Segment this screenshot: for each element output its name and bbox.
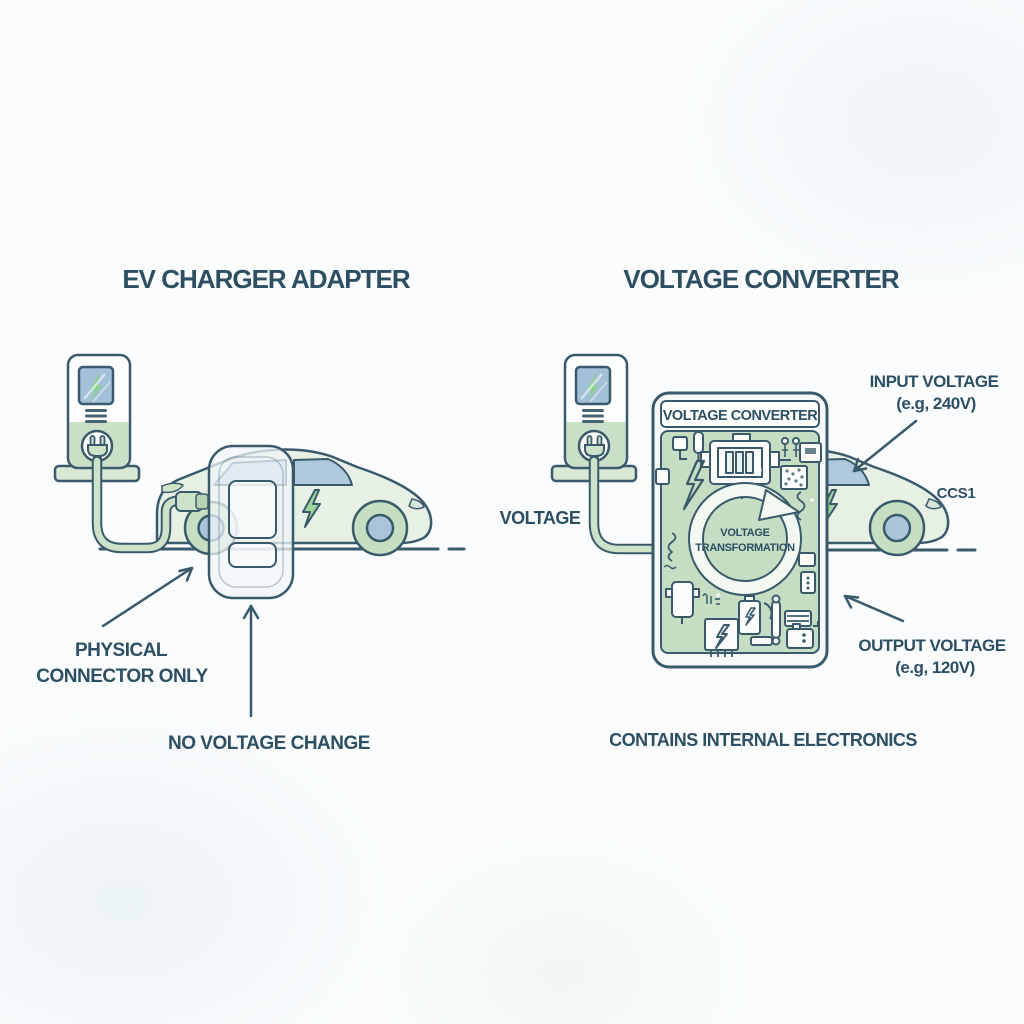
- left-panel: EV CHARGER ADAPTER: [36, 264, 466, 754]
- label-no-voltage-change: NO VOLTAGE CHANGE: [168, 733, 370, 754]
- right-panel-title: VOLTAGE CONVERTER: [623, 264, 899, 294]
- label-contains-internal-electronics: CONTAINS INTERNAL ELECTRONICS: [609, 730, 917, 750]
- adapter-connector-icon: [207, 444, 295, 600]
- converter-core-line1: VOLTAGE: [720, 527, 769, 539]
- label-physical: PHYSICAL: [75, 640, 168, 661]
- label-ccs1: CCS1: [937, 485, 976, 502]
- charge-connector-icon: [175, 491, 209, 512]
- left-panel-title: EV CHARGER ADAPTER: [122, 264, 411, 294]
- circuit-components-icon: [655, 431, 822, 657]
- label-output-voltage-value: (e.g, 120V): [895, 658, 975, 677]
- label-input-voltage-value: (e.g, 240V): [896, 394, 976, 413]
- converter-core-line2: TRANSFORMATION: [695, 542, 795, 554]
- label-connector-only: CONNECTOR ONLY: [36, 666, 208, 687]
- charging-cable: [91, 455, 187, 554]
- voltage-converter-box: VOLTAGE CONVERTER: [651, 391, 829, 669]
- label-voltage: VOLTAGE: [500, 508, 581, 528]
- arrow-physical-connector: [101, 566, 194, 628]
- charging-cable-right: [588, 455, 668, 555]
- arrow-input-voltage: [852, 419, 918, 473]
- right-panel: VOLTAGE CONVERTER VOLTAGE CONVERTER: [500, 264, 1007, 750]
- label-input-voltage: INPUT VOLTAGE: [870, 372, 999, 391]
- arrow-output-voltage: [843, 594, 905, 623]
- converter-box-header: VOLTAGE CONVERTER: [663, 408, 819, 424]
- voltage-transformation-icon: VOLTAGE TRANSFORMATION: [688, 482, 802, 596]
- arrow-no-voltage: [242, 604, 260, 718]
- label-output-voltage: OUTPUT VOLTAGE: [858, 636, 1005, 655]
